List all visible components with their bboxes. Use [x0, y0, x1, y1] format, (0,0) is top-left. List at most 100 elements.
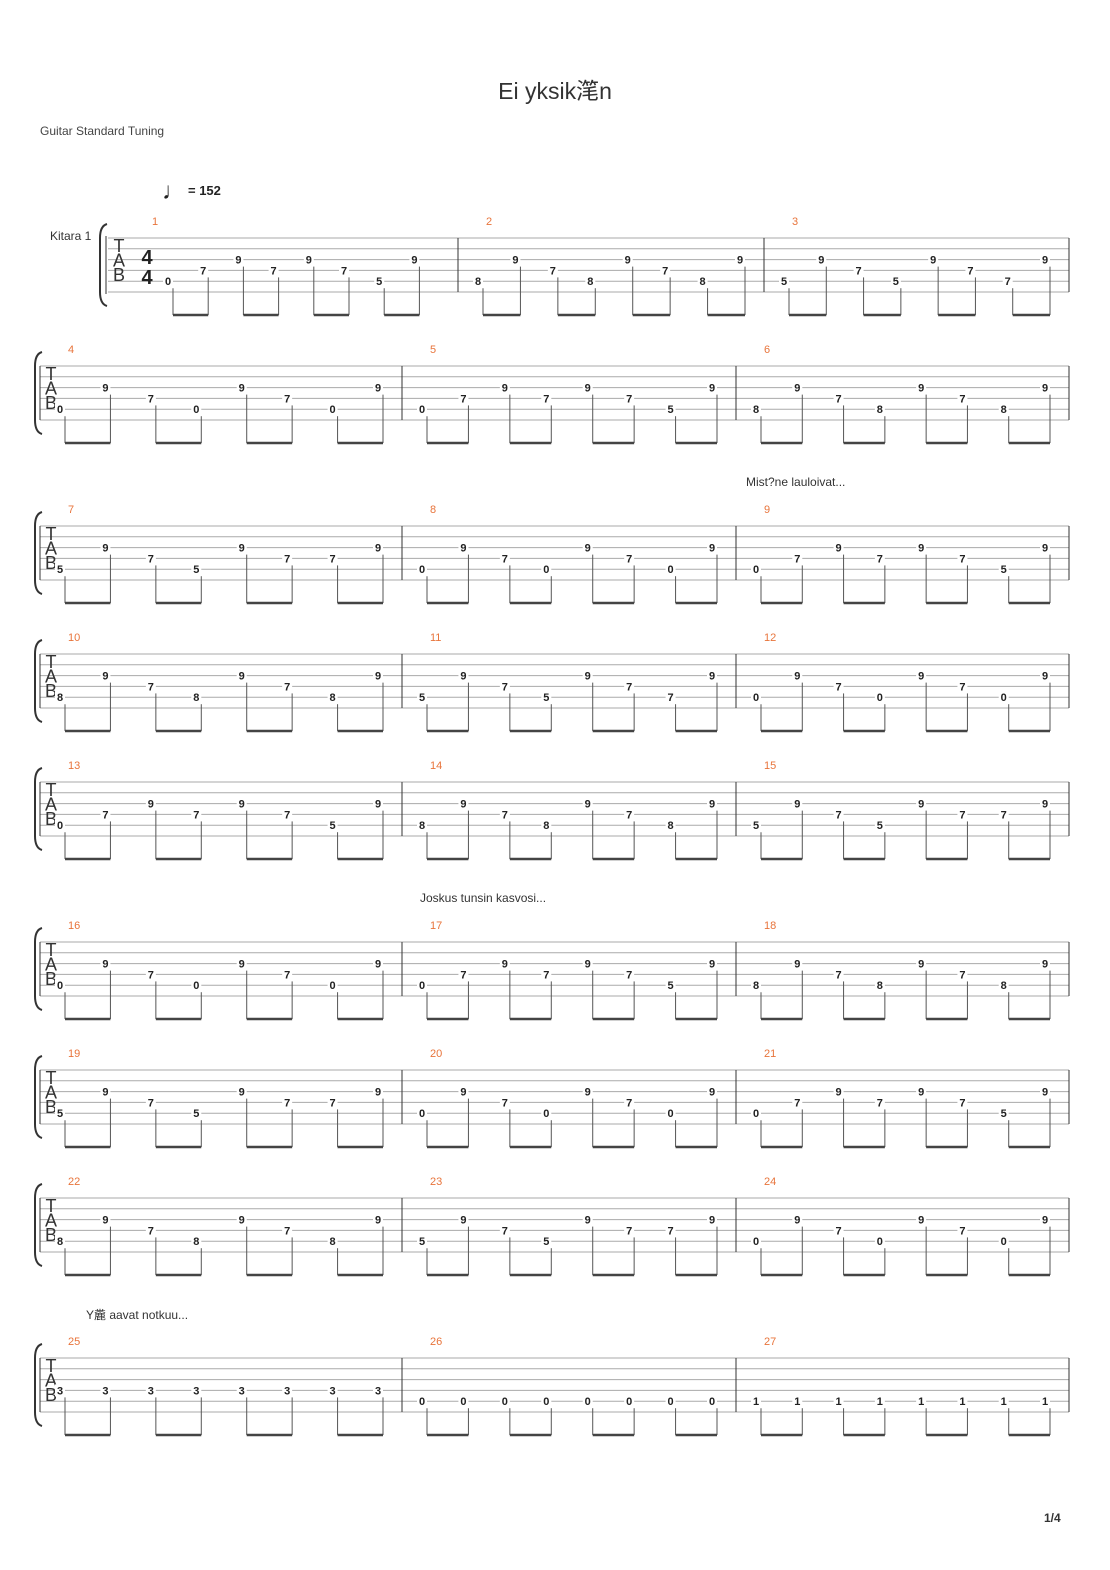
fret-number: 5 — [419, 1236, 425, 1248]
fret-bg — [792, 381, 803, 394]
fret-number: 9 — [239, 799, 245, 811]
fret-bg — [374, 275, 385, 288]
fret-bg — [499, 808, 510, 821]
fret-number: 9 — [585, 1215, 591, 1227]
fret-number: 0 — [668, 564, 674, 576]
fret-bg — [957, 392, 968, 405]
fret-number: 0 — [419, 1396, 425, 1408]
measure-number: 11 — [430, 632, 441, 644]
fret-number: 9 — [102, 959, 108, 971]
tab-clef-letter: B — [45, 681, 57, 701]
tab-clef-letter: A — [45, 1371, 57, 1391]
fret-number: 9 — [375, 383, 381, 395]
fret-bg — [582, 541, 593, 554]
fret-bg — [541, 563, 552, 576]
fret-number: 0 — [502, 1396, 508, 1408]
fret-number: 1 — [753, 1396, 759, 1408]
fret-number: 9 — [411, 255, 417, 267]
fret-number: 7 — [543, 969, 549, 981]
tempo-value: = 152 — [188, 183, 221, 198]
fret-number: 9 — [585, 671, 591, 683]
fret-number: 7 — [284, 809, 290, 821]
fret-bg — [55, 691, 65, 704]
fret-bg — [327, 979, 338, 992]
fret-bg — [417, 819, 427, 832]
fret-number: 9 — [239, 1087, 245, 1099]
fret-bg — [890, 275, 901, 288]
fret-number: 7 — [959, 553, 965, 565]
fret-bg — [874, 979, 885, 992]
fret-bg — [833, 1224, 844, 1237]
fret-bg — [145, 1224, 156, 1237]
fret-number: 9 — [1042, 255, 1048, 267]
fret-number: 7 — [959, 969, 965, 981]
fret-bg — [751, 979, 761, 992]
fret-bg — [458, 1395, 469, 1408]
fret-bg — [582, 797, 593, 810]
fret-number: 8 — [475, 276, 481, 288]
fret-bg — [145, 680, 156, 693]
measure-number: 17 — [430, 920, 442, 932]
fret-bg — [458, 1085, 469, 1098]
fret-number: 9 — [148, 799, 154, 811]
tab-clef-letter: T — [46, 364, 57, 384]
fret-number: 7 — [836, 393, 842, 405]
fret-bg — [965, 264, 976, 277]
fret-bg — [707, 541, 717, 554]
fret-number: 9 — [918, 1087, 924, 1099]
fret-bg — [458, 1213, 469, 1226]
fret-number: 7 — [959, 393, 965, 405]
fret-bg — [55, 1107, 65, 1120]
fret-bg — [1002, 275, 1013, 288]
fret-bg — [327, 691, 338, 704]
measure-number: 2 — [486, 216, 492, 228]
fret-bg — [665, 691, 676, 704]
system-bracket — [34, 767, 43, 851]
fret-bg — [697, 275, 708, 288]
fret-number: 9 — [709, 959, 715, 971]
fret-bg — [282, 968, 293, 981]
tab-clef-letter: T — [46, 780, 57, 800]
fret-bg — [458, 968, 469, 981]
fret-number: 5 — [376, 276, 382, 288]
fret-bg — [100, 1085, 111, 1098]
fret-number: 0 — [543, 1396, 549, 1408]
fret-number: 1 — [877, 1396, 883, 1408]
fret-bg — [751, 1395, 761, 1408]
fret-number: 9 — [709, 543, 715, 555]
fret-number: 3 — [57, 1385, 63, 1397]
fret-number: 7 — [626, 681, 632, 693]
fret-bg — [874, 1395, 885, 1408]
tab-clef-letter: T — [46, 524, 57, 544]
measure-number: 14 — [430, 760, 442, 772]
fret-number: 0 — [543, 564, 549, 576]
tab-clef-letter: A — [45, 1211, 57, 1231]
fret-number: 8 — [1001, 404, 1007, 416]
fret-bg — [327, 1235, 338, 1248]
measure-number: 24 — [764, 1176, 776, 1188]
fret-bg — [417, 979, 427, 992]
fret-bg — [145, 552, 156, 565]
score-title: Ei yksik滗n — [498, 78, 612, 104]
tab-clef-letter: T — [46, 1196, 57, 1216]
fret-number: 1 — [836, 1396, 842, 1408]
fret-number: 5 — [877, 820, 883, 832]
fret-number: 0 — [419, 564, 425, 576]
fret-bg — [833, 968, 844, 981]
fret-number: 5 — [1001, 564, 1007, 576]
fret-bg — [624, 808, 635, 821]
tab-clef-letter: B — [45, 393, 57, 413]
fret-bg — [100, 957, 111, 970]
fret-number: 9 — [239, 543, 245, 555]
fret-number: 0 — [585, 1396, 591, 1408]
fret-number: 8 — [1001, 980, 1007, 992]
fret-bg — [624, 392, 635, 405]
fret-bg — [707, 381, 717, 394]
fret-bg — [833, 680, 844, 693]
fret-bg — [499, 381, 510, 394]
fret-bg — [582, 669, 593, 682]
tab-clef-letter: B — [45, 1385, 57, 1405]
fret-bg — [541, 1107, 552, 1120]
tab-clef-letter: A — [45, 795, 57, 815]
fret-number: 9 — [794, 959, 800, 971]
